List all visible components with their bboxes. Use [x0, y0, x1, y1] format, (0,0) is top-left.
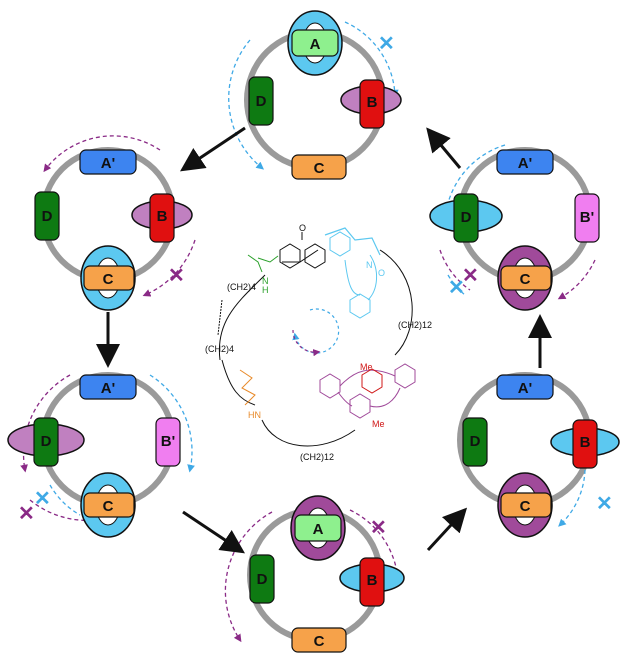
purple-rotation-indicator	[293, 330, 318, 352]
arrow-right-to-top	[430, 132, 460, 168]
blocked-mark-icon: ✕	[378, 33, 395, 55]
svg-text:Me: Me	[372, 419, 385, 429]
station-A-prime: A'	[80, 150, 136, 174]
station-D: D	[463, 418, 487, 466]
station-C: C	[84, 266, 134, 290]
station-B: B	[360, 558, 384, 606]
station-A: A	[295, 515, 341, 541]
station-D: D	[250, 555, 274, 603]
svg-text:O: O	[378, 268, 385, 278]
svg-text:Me: Me	[360, 362, 373, 372]
svg-text:B: B	[157, 208, 168, 225]
svg-text:A': A'	[518, 155, 532, 172]
svg-text:D: D	[470, 433, 481, 450]
blocked-mark-icon: ✕	[370, 517, 387, 539]
station-C: C	[501, 266, 551, 290]
svg-text:A': A'	[101, 380, 115, 397]
svg-text:A': A'	[101, 155, 115, 172]
state-top: ✕ A D B C	[229, 11, 401, 179]
svg-text:B: B	[580, 434, 591, 451]
chain-label-bottom: (CH2)12	[300, 452, 334, 462]
svg-text:HN: HN	[248, 410, 261, 420]
svg-text:B': B'	[161, 433, 175, 450]
state-left-lower: ✕ ✕ A' D B' C	[8, 375, 192, 537]
station-A-prime: A'	[80, 375, 136, 399]
svg-text:B': B'	[580, 209, 594, 226]
svg-text:D: D	[256, 93, 267, 110]
blocked-mark-icon: ✕	[168, 265, 185, 287]
station-B-prime: B'	[575, 194, 599, 242]
station-B: B	[150, 194, 174, 242]
blocked-mark-icon: ✕	[34, 488, 51, 510]
svg-text:D: D	[461, 209, 472, 226]
svg-text:A': A'	[518, 380, 532, 397]
state-bottom: ✕ A D B C	[225, 496, 404, 652]
station-B: B	[573, 420, 597, 468]
station-C: C	[292, 155, 346, 179]
cyan-rotation-arrow	[560, 470, 585, 525]
arrow-bottom-to-right	[428, 512, 463, 550]
svg-text:H: H	[262, 285, 269, 295]
svg-text:C: C	[103, 498, 114, 515]
svg-text:N: N	[366, 260, 373, 270]
cyan-rotation-indicator	[295, 309, 339, 353]
svg-text:C: C	[314, 633, 325, 650]
arrow-top-to-left	[185, 128, 245, 168]
station-C: C	[501, 493, 551, 517]
state-right-lower: ✕ A' D B C	[460, 375, 619, 537]
svg-text:O: O	[299, 223, 306, 233]
svg-text:D: D	[257, 571, 268, 588]
svg-text:B: B	[367, 572, 378, 589]
station-C: C	[292, 628, 346, 652]
svg-text:D: D	[42, 208, 53, 225]
station-A: A	[292, 30, 338, 56]
svg-text:A: A	[310, 36, 321, 53]
state-left-upper: ✕ A' D B C	[35, 136, 195, 310]
svg-text:C: C	[520, 498, 531, 515]
station-B-prime: B'	[156, 418, 180, 466]
blocked-mark-icon: ✕	[596, 493, 613, 515]
svg-text:C: C	[314, 160, 325, 177]
svg-text:C: C	[103, 271, 114, 288]
chain-label-right: (CH2)12	[398, 320, 432, 330]
station-D: D	[454, 194, 478, 242]
arrow-left-to-bottom	[183, 512, 240, 550]
chain-label-lower: (CH2)4	[205, 344, 234, 354]
station-D: D	[249, 77, 273, 125]
svg-text:A: A	[313, 521, 324, 538]
station-A-prime: A'	[497, 150, 553, 174]
station-C: C	[84, 493, 134, 517]
svg-text:C: C	[520, 271, 531, 288]
svg-text:D: D	[41, 433, 52, 450]
svg-text:B: B	[367, 94, 378, 111]
blocked-mark-icon: ✕	[448, 277, 465, 299]
state-right-upper: ✕ ✕ A' D B' C	[430, 145, 599, 310]
station-D: D	[35, 192, 59, 240]
central-molecule: O N H (CH2)4 (CH2)4 HN N O (CH2)12 Me Me…	[205, 223, 432, 462]
station-A-prime: A'	[497, 375, 553, 399]
station-B: B	[360, 80, 384, 128]
chain-label-upper: (CH2)4	[227, 282, 256, 292]
transition-arrows	[108, 128, 540, 550]
blocked-mark-icon: ✕	[18, 503, 35, 525]
station-D: D	[34, 418, 58, 466]
